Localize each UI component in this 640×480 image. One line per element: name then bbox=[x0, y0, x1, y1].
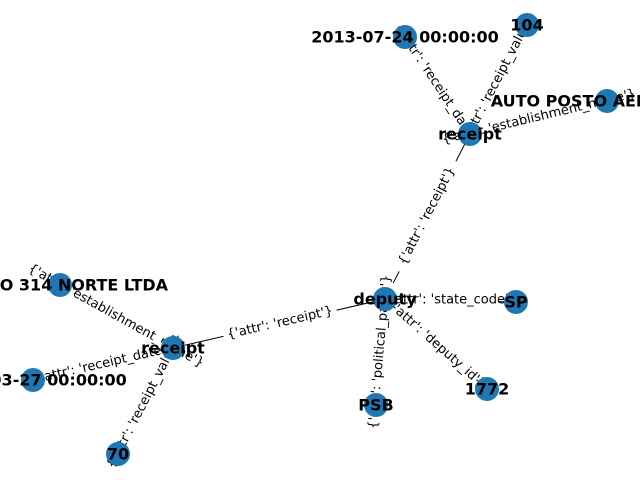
node-estab-left[interactable] bbox=[48, 273, 72, 297]
node-label-estab-left: POSTO 314 NORTE LTDA bbox=[0, 276, 169, 295]
nodes bbox=[21, 13, 619, 466]
node-receipt-left[interactable] bbox=[161, 336, 185, 360]
node-label-deputy: deputy bbox=[353, 290, 417, 309]
node-label-1772: 1772 bbox=[465, 380, 510, 399]
edge-label-deputy-receipt-left: {'attr': 'receipt'} bbox=[226, 304, 335, 343]
node-label-value-top: 104 bbox=[510, 16, 543, 35]
node-sp[interactable] bbox=[504, 290, 528, 314]
node-label-receipt-top: receipt bbox=[438, 125, 502, 144]
node-date-top[interactable] bbox=[393, 25, 417, 49]
edge-label-deputy-id: {'attr': 'deputy_id'} bbox=[384, 296, 489, 391]
node-estab-top[interactable] bbox=[595, 89, 619, 113]
node-label-value-left: 70 bbox=[107, 445, 129, 464]
node-label-date-top: 2013-07-24 00:00:00 bbox=[311, 28, 499, 47]
node-psb[interactable] bbox=[364, 393, 388, 417]
node-value-top[interactable] bbox=[515, 13, 539, 37]
node-label-receipt-left: receipt bbox=[141, 339, 205, 358]
edge-labels: {'attr': 'receipt'} {'attr': 'receipt'} … bbox=[26, 9, 638, 471]
edges bbox=[32, 24, 608, 455]
node-labels: deputy SP PSB 1772 receipt 2013-07-24 00… bbox=[0, 16, 640, 464]
node-1772[interactable] bbox=[475, 377, 499, 401]
node-value-left[interactable] bbox=[106, 442, 130, 466]
edge-label-deputy-receipt-top: {'attr': 'receipt'} bbox=[396, 165, 459, 268]
node-deputy[interactable] bbox=[373, 287, 397, 311]
node-date-left[interactable] bbox=[21, 368, 45, 392]
node-label-date-left: 2013-03-27 00:00:00 bbox=[0, 371, 127, 390]
node-label-estab-top: AUTO POSTO AEROPORTO bbox=[491, 92, 640, 111]
node-receipt-top[interactable] bbox=[458, 122, 482, 146]
node-label-psb: PSB bbox=[358, 396, 393, 415]
edge-label-deputy-sp: {'attr': 'state_code'} bbox=[383, 293, 517, 308]
node-label-sp: SP bbox=[504, 293, 528, 312]
